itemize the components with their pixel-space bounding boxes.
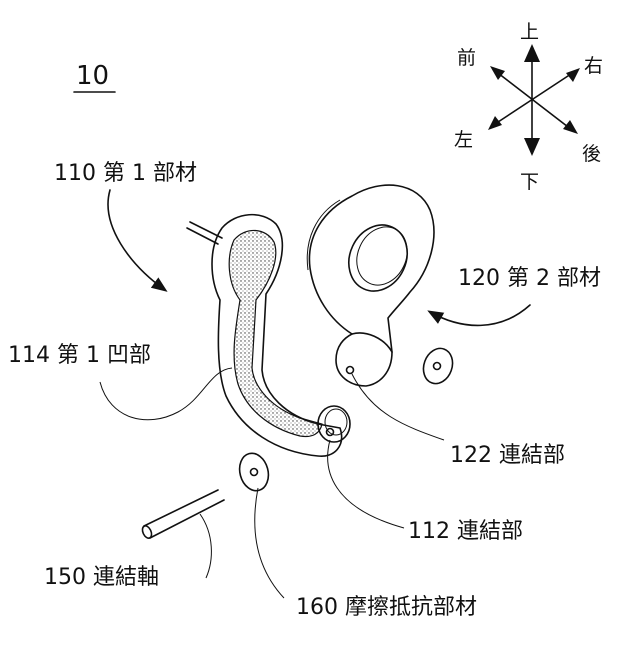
direction-front: 前: [457, 47, 476, 69]
friction-washer-left: [236, 450, 273, 494]
left-arrow-icon: [488, 116, 502, 130]
figure-number: 10: [76, 61, 109, 91]
front-back-axis: [494, 70, 572, 130]
label-second-member: 120 第 2 部材: [458, 266, 601, 291]
coupling-shaft-part: [141, 490, 224, 540]
direction-back: 後: [582, 143, 601, 165]
first-member-pin-hole: [327, 429, 334, 436]
first-member-pin-lower: [187, 228, 218, 244]
direction-up: 上: [520, 21, 539, 43]
label-coupling-shaft: 150 連結軸: [44, 565, 159, 590]
direction-left: 左: [454, 129, 473, 151]
down-arrow-icon: [524, 138, 540, 156]
first-recess-stipple: [229, 230, 322, 436]
leader-friction-member: [255, 488, 284, 598]
front-arrow-icon: [490, 66, 505, 80]
label-second-coupling: 122 連結部: [450, 443, 565, 468]
shaft-end: [141, 524, 154, 539]
second-member-edge: [307, 200, 340, 270]
leader-coupling-shaft: [200, 514, 211, 578]
second-member-tab-edge: [352, 333, 392, 352]
leader-second-coupling: [352, 374, 444, 440]
left-right-axis: [492, 72, 574, 126]
washer-left-outline: [236, 450, 273, 494]
first-member-boss: [318, 406, 350, 442]
friction-washer-right: [419, 344, 458, 387]
second-member-outline: [309, 185, 433, 386]
leader-second-member: [430, 305, 530, 325]
direction-down: 下: [520, 171, 539, 193]
second-member-hole-inner: [348, 219, 417, 294]
washer-left-hole: [251, 469, 258, 476]
first-member-boss-inner: [325, 409, 347, 435]
label-first-coupling: 112 連結部: [408, 519, 523, 544]
label-friction-member: 160 摩擦抵抗部材: [296, 595, 477, 620]
right-arrow-icon: [566, 68, 580, 82]
leader-first-coupling: [328, 440, 404, 528]
second-member-pin-hole: [347, 367, 354, 374]
washer-right-outline: [419, 344, 458, 387]
label-first-member: 110 第 1 部材: [54, 161, 197, 186]
first-member-part: [187, 215, 350, 457]
leader-first-recess: [100, 368, 232, 420]
washer-right-hole: [434, 363, 441, 370]
label-first-recess: 114 第 1 凹部: [8, 343, 151, 368]
second-member-part: [307, 185, 434, 386]
direction-compass: 上 下 前 後 左 右: [454, 21, 603, 193]
back-arrow-icon: [563, 120, 578, 134]
leader-first-member: [108, 190, 165, 290]
up-arrow-icon: [524, 44, 540, 62]
direction-right: 右: [584, 55, 603, 77]
